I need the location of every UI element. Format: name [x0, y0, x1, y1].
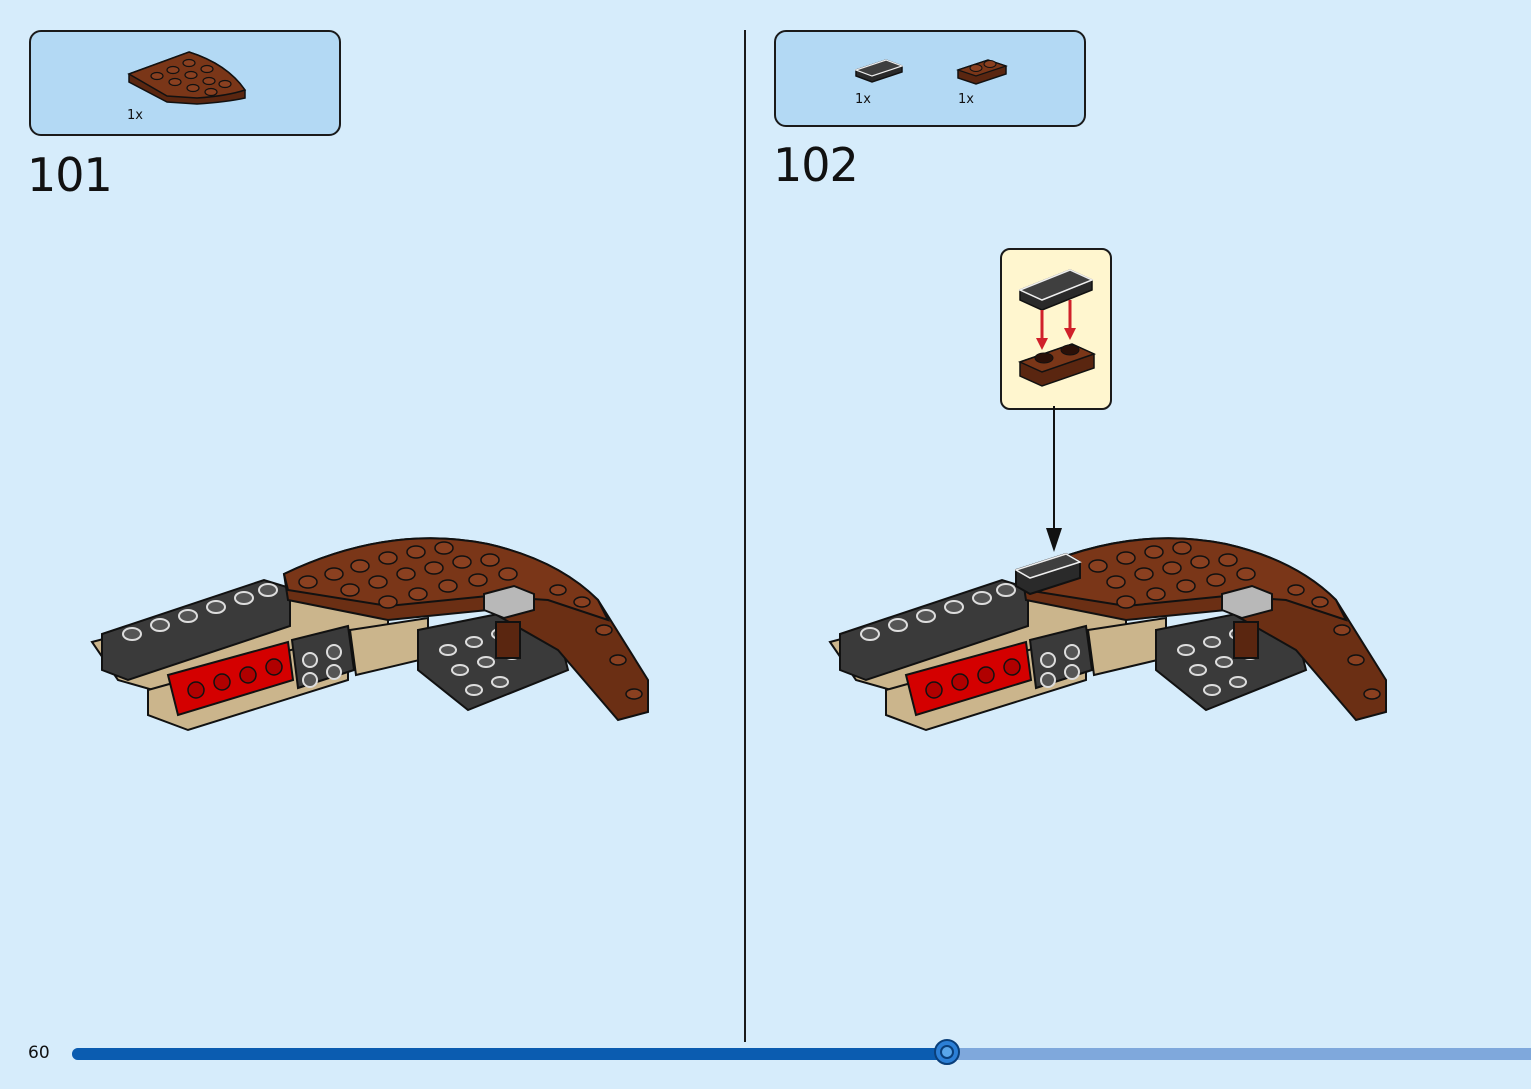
tile-onto-plate-diagram — [1017, 269, 1097, 387]
step-102-panel: 1x 1x 102 — [746, 0, 1531, 1040]
parts-list-box: 1x — [29, 30, 341, 136]
step-number: 101 — [27, 148, 113, 202]
black-tile-icon — [854, 59, 904, 83]
progress-bar — [72, 1048, 1531, 1060]
model-assembly-illustration — [90, 537, 649, 732]
page-number: 60 — [28, 1043, 50, 1063]
part-quantity: 1x — [958, 92, 974, 107]
part-quantity: 1x — [127, 108, 143, 123]
progress-bar-fill — [72, 1048, 947, 1060]
parts-list-box: 1x 1x — [774, 30, 1086, 127]
step-101-panel: 1x 101 — [0, 0, 744, 1040]
quarter-round-plate-icon — [127, 51, 247, 105]
part-quantity: 1x — [855, 92, 871, 107]
model-assembly-illustration — [828, 537, 1387, 732]
step-number: 102 — [773, 138, 859, 192]
step-divider — [744, 30, 746, 1042]
progress-marker-icon — [934, 1039, 960, 1065]
brown-plate-icon — [956, 59, 1008, 85]
callout-pointer-arrow — [1046, 406, 1062, 552]
sub-assembly-callout — [1000, 248, 1112, 410]
